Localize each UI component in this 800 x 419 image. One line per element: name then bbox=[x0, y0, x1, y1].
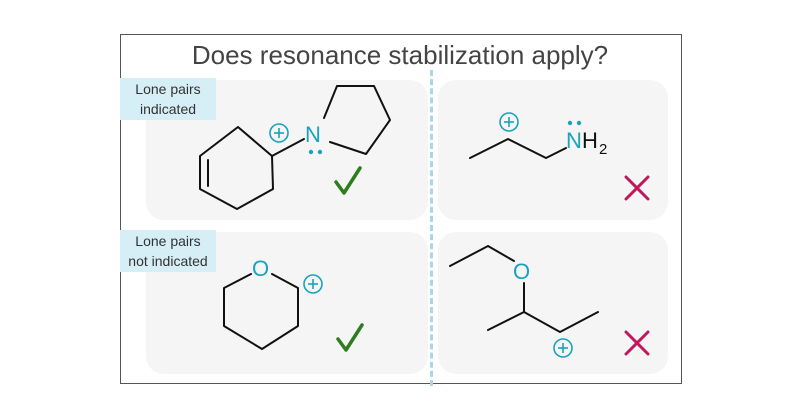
row-label-top-line2: indicated bbox=[139, 101, 197, 117]
positive-charge-icon bbox=[553, 338, 573, 358]
lone-pair-dot bbox=[317, 149, 323, 155]
row-label-bottom-line1: Lone pairs bbox=[135, 233, 201, 249]
row-label-bottom-line2: not indicated bbox=[128, 253, 208, 269]
ethyl-group bbox=[449, 245, 515, 267]
amine-nitrogen-atom: N bbox=[566, 128, 582, 153]
butyl-chain bbox=[487, 311, 599, 333]
cross-icon bbox=[624, 175, 650, 201]
carbon-chain bbox=[469, 138, 567, 159]
molecule-ether-cation: O bbox=[449, 245, 599, 358]
ring-oxygen-atom: O bbox=[252, 256, 269, 281]
pyrrolidine-ring bbox=[323, 85, 391, 155]
molecule-aminopropyl-cation: N H 2 bbox=[469, 112, 607, 159]
row-label-bottom: Lone pairs not indicated bbox=[120, 230, 216, 272]
cyclohexene-ring bbox=[199, 126, 274, 210]
row-label-top-line1: Lone pairs bbox=[135, 81, 201, 97]
lone-pair-dot bbox=[567, 120, 573, 126]
cross-icon bbox=[624, 330, 650, 356]
molecule-tetrahydropyranyl-cation: O bbox=[223, 256, 323, 350]
oxane-ring bbox=[223, 273, 299, 350]
positive-charge-icon bbox=[303, 274, 323, 294]
checkmark-icon bbox=[336, 323, 364, 352]
amine-hydrogen-atom: H bbox=[582, 128, 598, 153]
ether-oxygen-atom: O bbox=[513, 259, 530, 284]
molecule-cyclohexenyl-pyrrolidine: N bbox=[199, 85, 391, 210]
lone-pair-dot bbox=[308, 149, 314, 155]
amine-hydrogen-count: 2 bbox=[599, 141, 607, 158]
checkmark-icon bbox=[334, 166, 362, 195]
column-divider bbox=[430, 70, 433, 386]
positive-charge-icon bbox=[499, 112, 519, 132]
positive-charge-icon bbox=[269, 123, 289, 143]
c-n-bond bbox=[271, 138, 305, 157]
lone-pair-dot bbox=[576, 120, 582, 126]
row-label-top: Lone pairs indicated bbox=[120, 78, 216, 120]
diagram-title: Does resonance stabilization apply? bbox=[191, 40, 609, 70]
nitrogen-atom: N bbox=[305, 122, 321, 147]
